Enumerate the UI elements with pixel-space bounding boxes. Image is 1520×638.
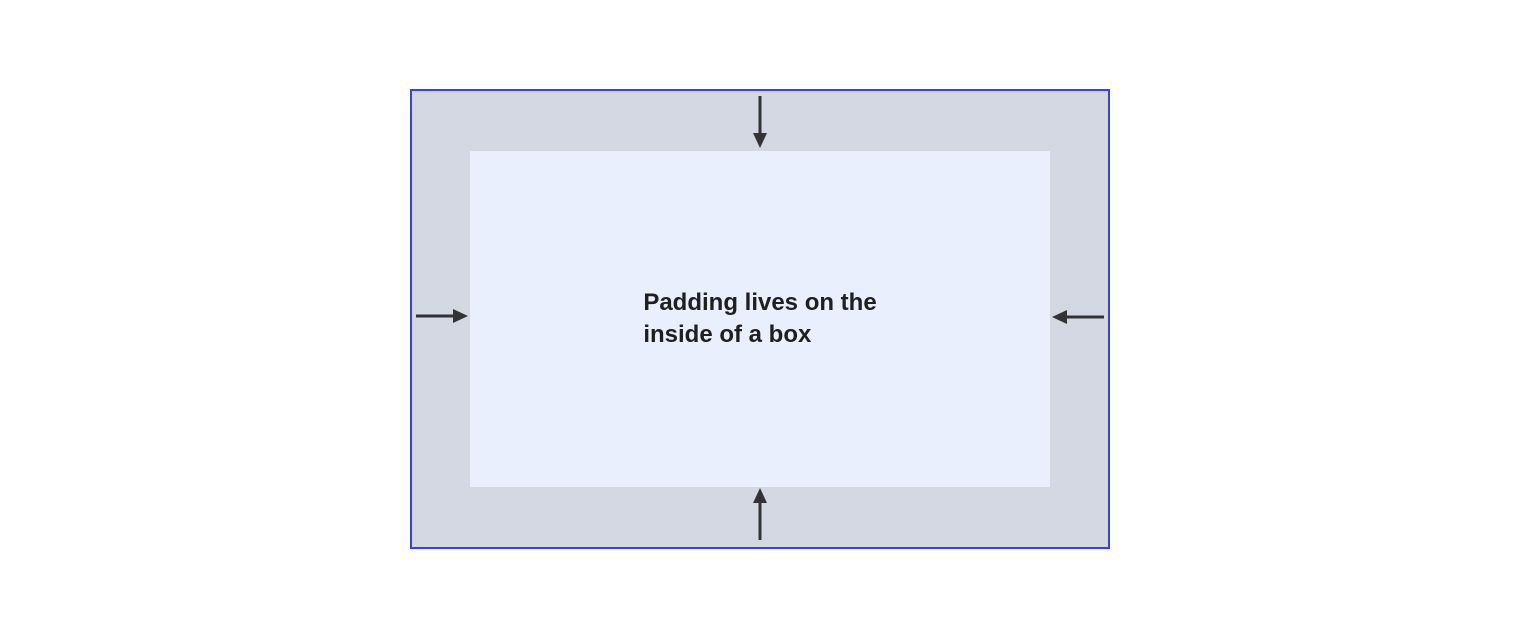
arrow-right-icon bbox=[416, 308, 468, 324]
padding-box: Padding lives on the inside of a box bbox=[410, 89, 1110, 549]
arrow-left-icon bbox=[1052, 309, 1104, 325]
padding-caption: Padding lives on the inside of a box bbox=[643, 287, 876, 351]
arrow-up-icon bbox=[752, 488, 768, 540]
content-box: Padding lives on the inside of a box bbox=[470, 151, 1050, 487]
arrow-down-icon bbox=[752, 96, 768, 148]
padding-caption-line1: Padding lives on the bbox=[643, 289, 877, 316]
padding-caption-line2: inside of a box bbox=[643, 321, 812, 348]
